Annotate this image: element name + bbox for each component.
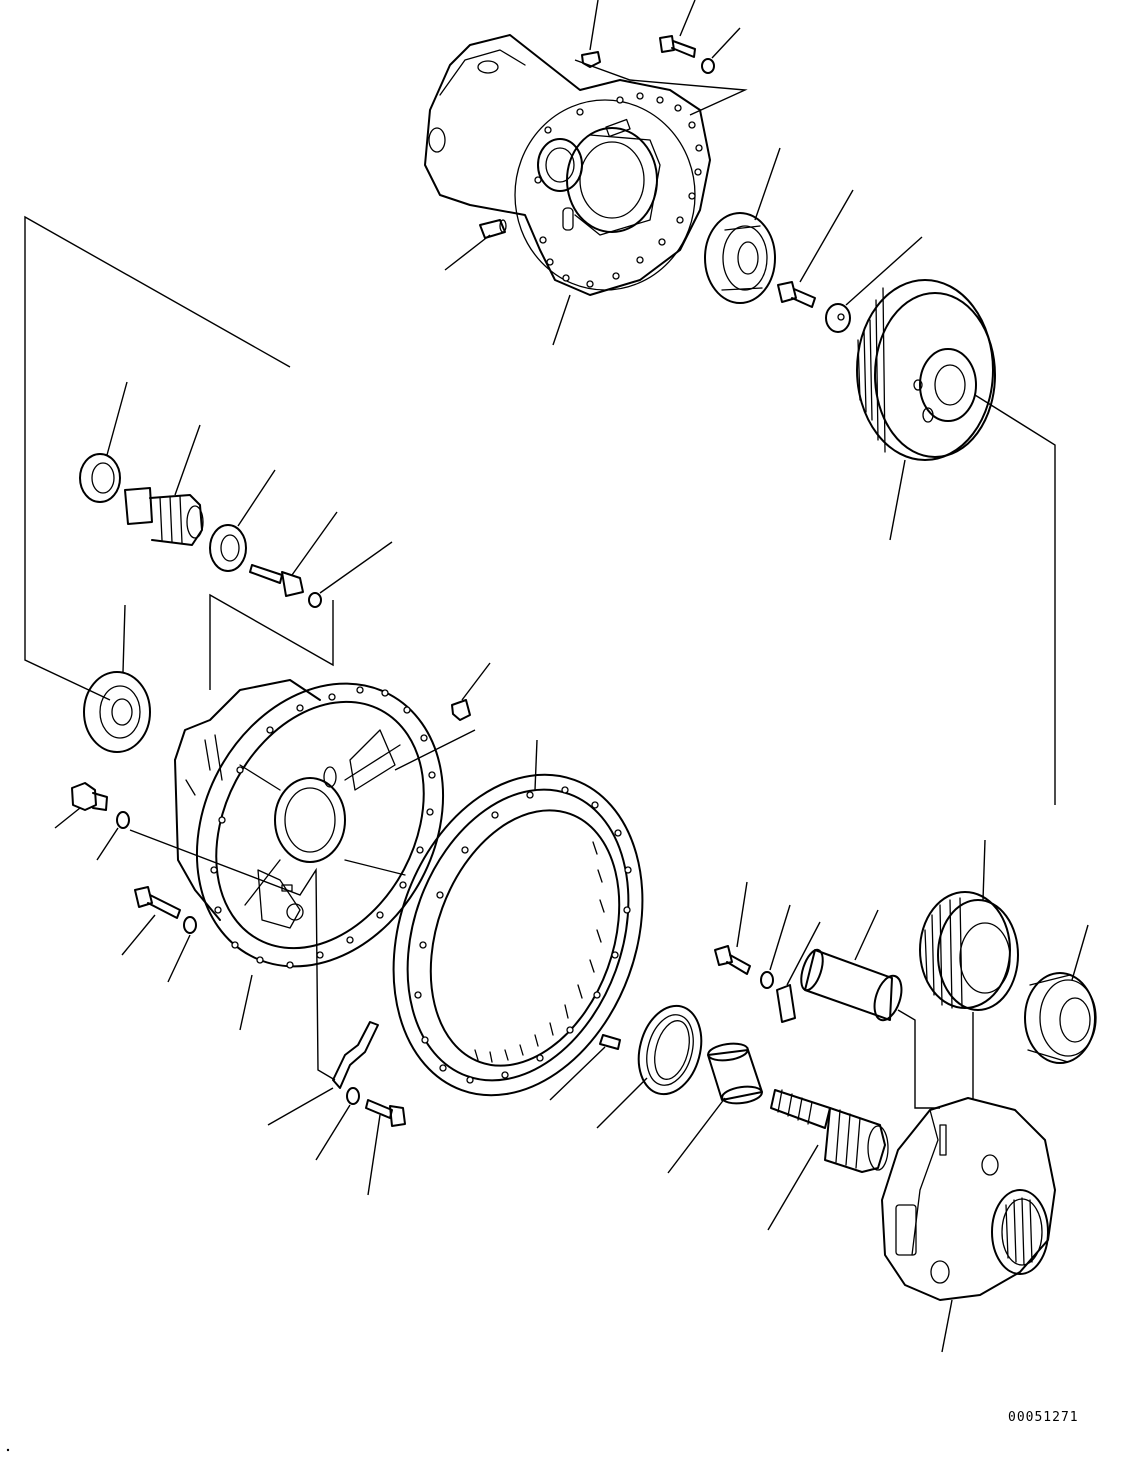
dowel-pin-lower: [599, 1034, 621, 1050]
washer-lower: [346, 1087, 360, 1105]
plug-center-top: [451, 699, 471, 721]
lock-plate: [332, 1021, 379, 1089]
bolt-mid-left: [134, 886, 181, 919]
output-shaft: [770, 1089, 889, 1173]
dowel-pin-upper: [479, 219, 507, 239]
bolt-upper-right: [777, 281, 816, 308]
drawing-reference-number: 00051271: [1008, 1410, 1079, 1425]
oil-seal: [637, 1004, 703, 1096]
upper-gear-case: [424, 34, 711, 296]
upper-case-bolt-holes: [534, 92, 703, 288]
gear-right-lower: [919, 891, 1019, 1011]
collar: [707, 1042, 763, 1105]
bolt-lower: [365, 1099, 406, 1127]
bearing-far-right: [1024, 972, 1097, 1064]
bearing-upper-right: [704, 212, 776, 304]
bearing-pinion-right: [209, 524, 247, 572]
lock-tab-right: [776, 984, 796, 1023]
o-ring-left: [116, 811, 130, 829]
shaft-pin: [800, 948, 903, 1022]
pinion-shaft: [124, 487, 204, 546]
center-housing: [174, 679, 445, 969]
washer-top: [701, 58, 715, 74]
plug-top: [581, 51, 601, 68]
center-housing-bolt-holes: [210, 686, 436, 969]
plug-left: [71, 782, 108, 811]
washer-upper-right: [825, 303, 851, 333]
bolt-right: [714, 945, 751, 975]
washer-mid-left: [183, 916, 197, 934]
bolt-top: [659, 35, 696, 58]
bearing-large-left: [83, 671, 151, 753]
washer-right: [760, 971, 774, 989]
ring-gear: [392, 773, 644, 1097]
bolt-long-left: [249, 564, 304, 597]
carrier-housing: [881, 1097, 1056, 1301]
large-gear-upper-right: [856, 279, 996, 461]
bearing-small-left: [79, 453, 121, 503]
ring-gear-bolt-holes: [414, 786, 632, 1084]
washer-left-small: [308, 592, 322, 608]
